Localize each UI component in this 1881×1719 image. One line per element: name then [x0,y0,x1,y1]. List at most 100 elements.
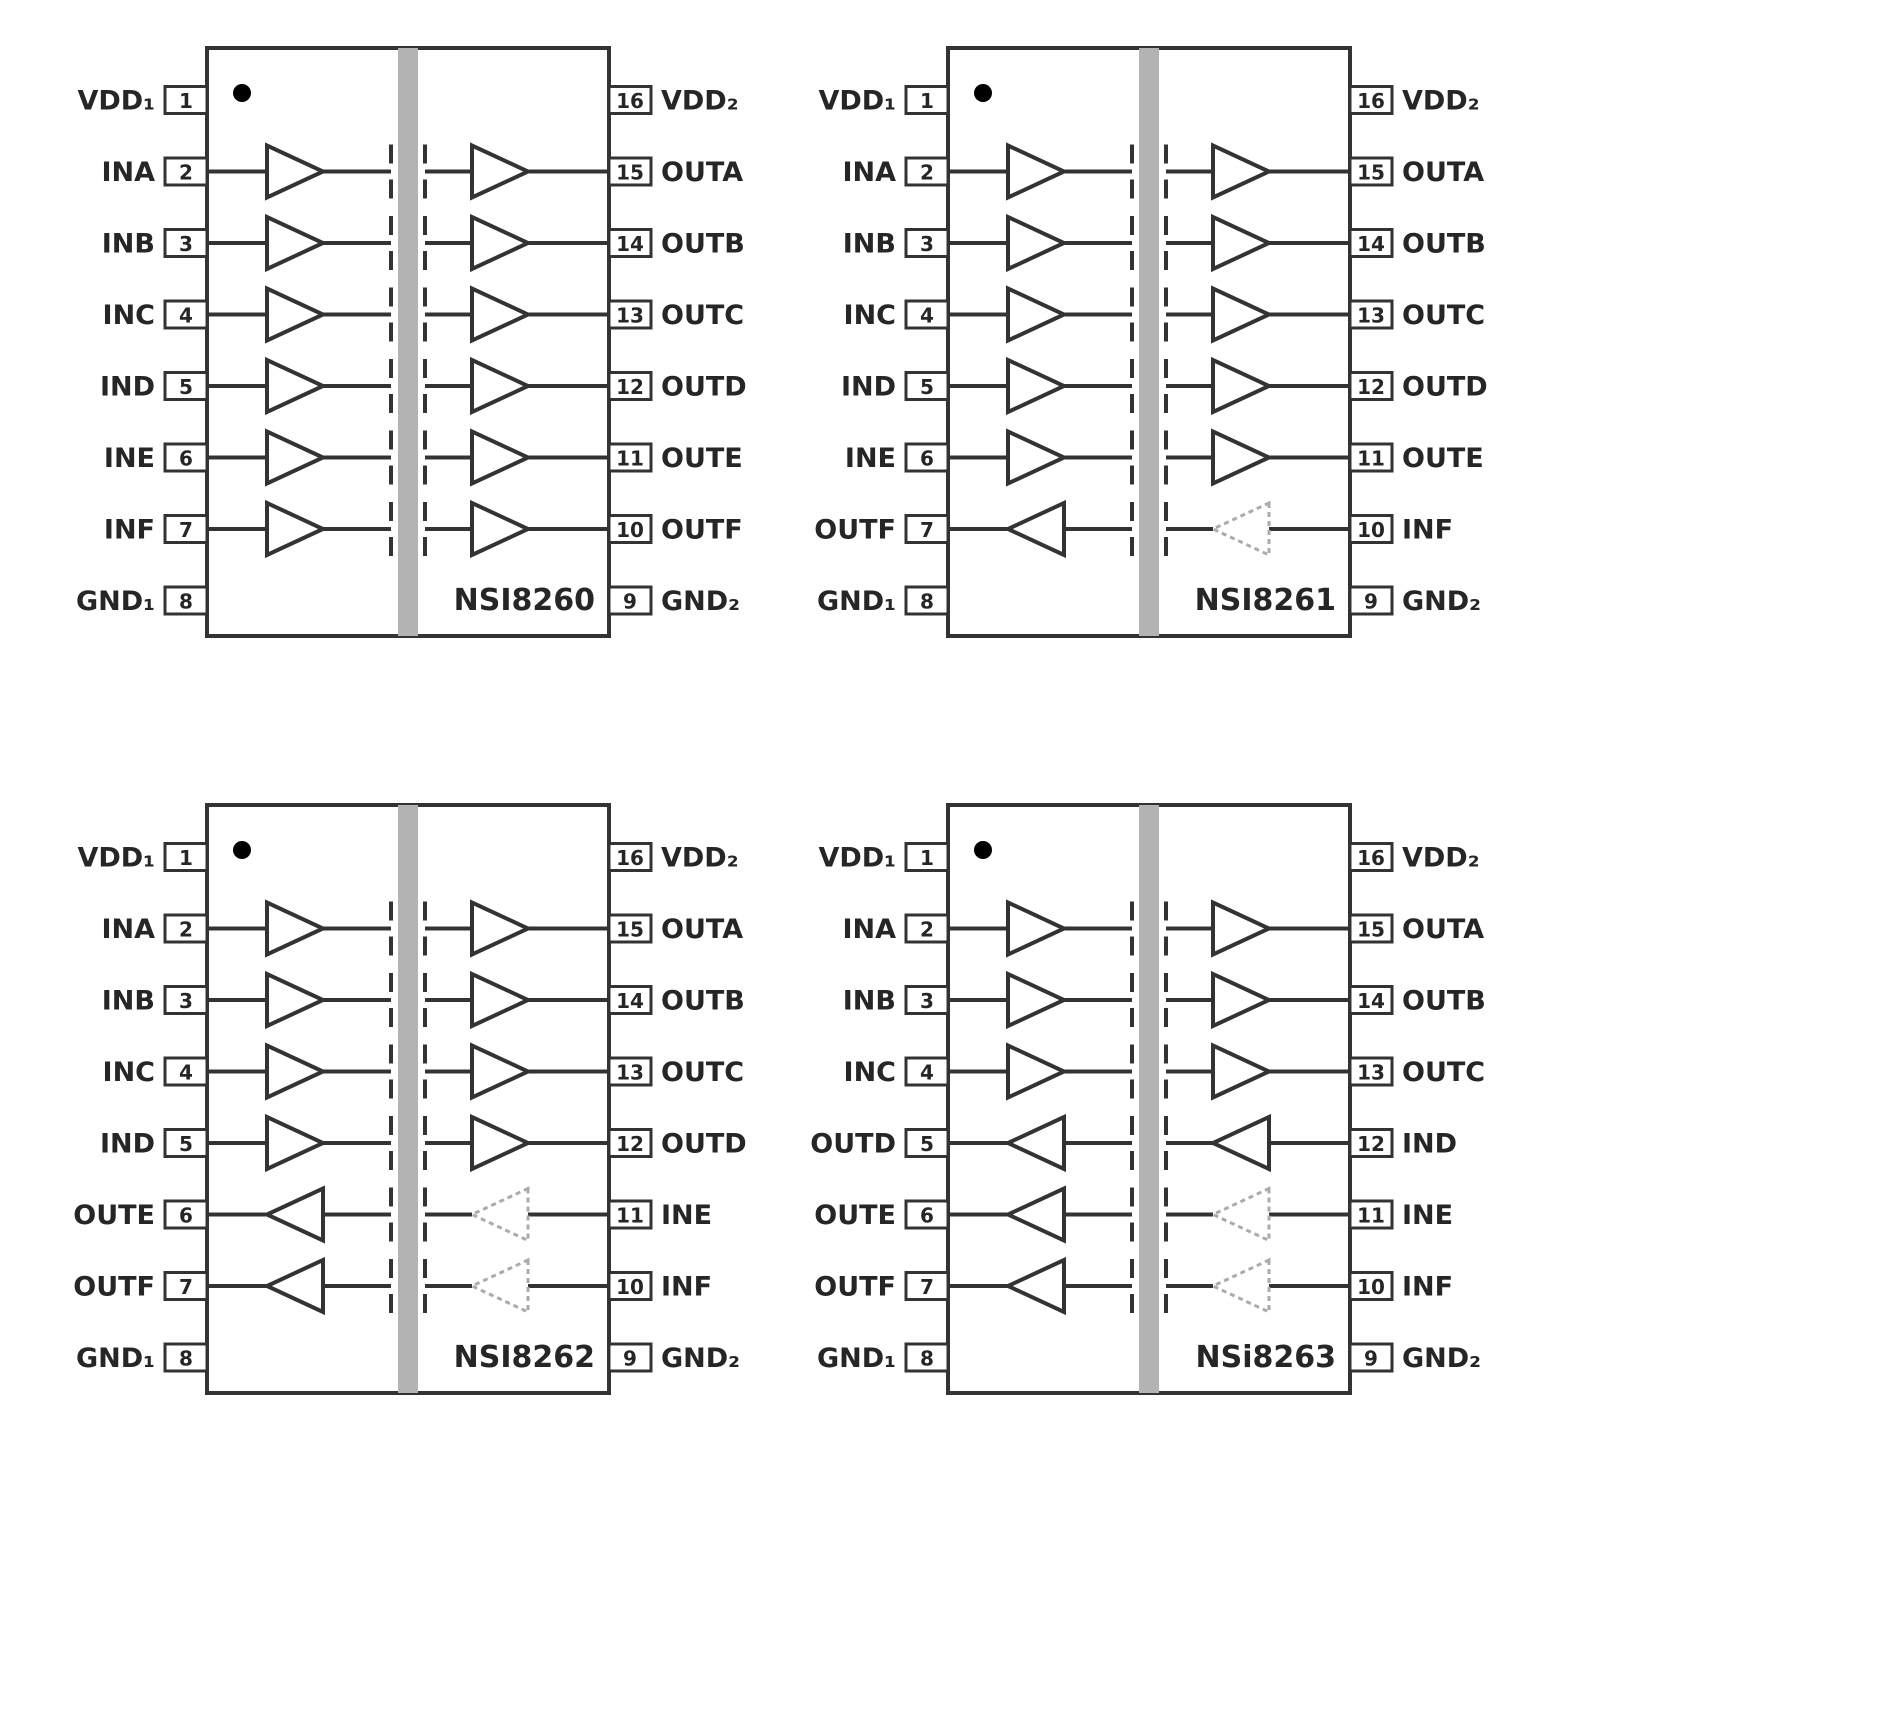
pin-box [607,514,653,544]
pin-number: 16 [616,89,644,113]
pin-number: 16 [616,846,644,870]
pin-label: OUTA [661,157,743,188]
pin-box [163,913,209,944]
pin-box [607,1199,653,1230]
buffer-triangle-icon [470,142,533,201]
pin-number: 9 [1364,1347,1378,1371]
pin-label: OUTF [814,515,896,546]
pin-label: OUTE [1402,443,1484,474]
pin-box [607,842,653,872]
pin-number: 8 [179,590,193,614]
pin-box [607,1128,653,1158]
buffer-triangle-icon [265,1042,328,1101]
pin-box [163,85,209,115]
pin-number: 13 [616,304,644,328]
buffer-triangle-icon [470,1113,533,1173]
pin-number: 11 [616,447,644,471]
pin-label: INA [101,157,155,188]
pin-label: OUTA [661,914,743,945]
pin-label: INF [104,515,155,546]
buffer-triangle-icon [1211,142,1274,201]
pin-label: GND₂ [661,586,740,617]
isolation-barrier [398,805,418,1393]
pin-label: OUTF [814,1272,896,1303]
pin-number: 1 [920,846,934,870]
buffer-triangle-icon [468,1257,530,1315]
pin-box [904,228,950,258]
pin-number: 1 [920,89,934,113]
buffer-triangle-icon [470,499,533,559]
pin-box [904,1128,950,1158]
isolation-barrier [1139,805,1159,1393]
pin-box [607,85,653,115]
pin-box [904,1342,950,1373]
pin-number: 5 [179,375,193,399]
pin-number: 6 [179,447,193,471]
pin-number: 2 [920,161,934,185]
buffer-triangle-icon [1003,499,1066,559]
pin-label: OUTF [661,515,743,546]
pin-label: INA [842,157,896,188]
pin-number: 2 [920,918,934,942]
buffer-triangle-icon [1003,1113,1066,1173]
buffer-triangle-icon [470,285,533,344]
pin-box [1348,299,1394,330]
pin-box [163,1128,209,1158]
pin1-indicator-icon [233,84,251,102]
pin-box [1348,585,1394,616]
pin-number: 15 [616,161,644,185]
pin-number: 14 [616,232,644,256]
pin1-indicator-icon [974,84,992,102]
pin-label: OUTD [810,1129,896,1160]
pin-box [1348,985,1394,1015]
pin-number: 7 [920,518,934,542]
pin-number: 14 [1357,232,1385,256]
pin-label: INC [844,300,896,331]
chip-name: NSI8262 [454,1340,595,1375]
pin-box [163,371,209,401]
buffer-triangle-icon [1006,428,1069,487]
buffer-triangle-icon [262,1185,325,1244]
pin-label: INB [102,986,155,1017]
pin-number: 16 [1357,846,1385,870]
pin-number: 8 [920,590,934,614]
pin-label: INB [843,986,896,1017]
buffer-triangle-icon [265,285,328,344]
pin-number: 10 [616,518,644,542]
buffer-triangle-icon [470,970,533,1030]
pin-number: 15 [1357,918,1385,942]
pin-box [1348,1199,1394,1230]
pin-label: OUTD [1402,372,1488,403]
buffer-triangle-icon [1211,970,1274,1030]
pin-box [163,1271,209,1301]
pin-box [1348,1271,1394,1301]
pin-label: OUTE [661,443,743,474]
pin-number: 1 [179,846,193,870]
pin-label: GND₁ [817,1343,896,1374]
pin-number: 8 [179,1347,193,1371]
pin-number: 13 [1357,304,1385,328]
pin-number: 11 [1357,1204,1385,1228]
pin-label: INE [1402,1200,1453,1231]
buffer-triangle-icon [1006,142,1069,201]
pin-number: 7 [920,1275,934,1299]
pin-label: GND₁ [76,586,155,617]
pin-box [904,585,950,616]
pin-label: INC [103,1057,155,1088]
pin-box [163,442,209,473]
pin-number: 10 [1357,1275,1385,1299]
buffer-triangle-icon [470,899,533,958]
pin-number: 9 [623,1347,637,1371]
pin-label: OUTC [661,300,744,331]
pin-number: 3 [179,989,193,1013]
pin1-indicator-icon [974,841,992,859]
pin-box [607,1342,653,1373]
pin-number: 6 [179,1204,193,1228]
pin-number: 12 [616,1132,644,1156]
buffer-triangle-icon [265,1113,328,1173]
pin-box [607,913,653,944]
pin-label: OUTF [73,1272,155,1303]
pin-box [1348,1056,1394,1087]
